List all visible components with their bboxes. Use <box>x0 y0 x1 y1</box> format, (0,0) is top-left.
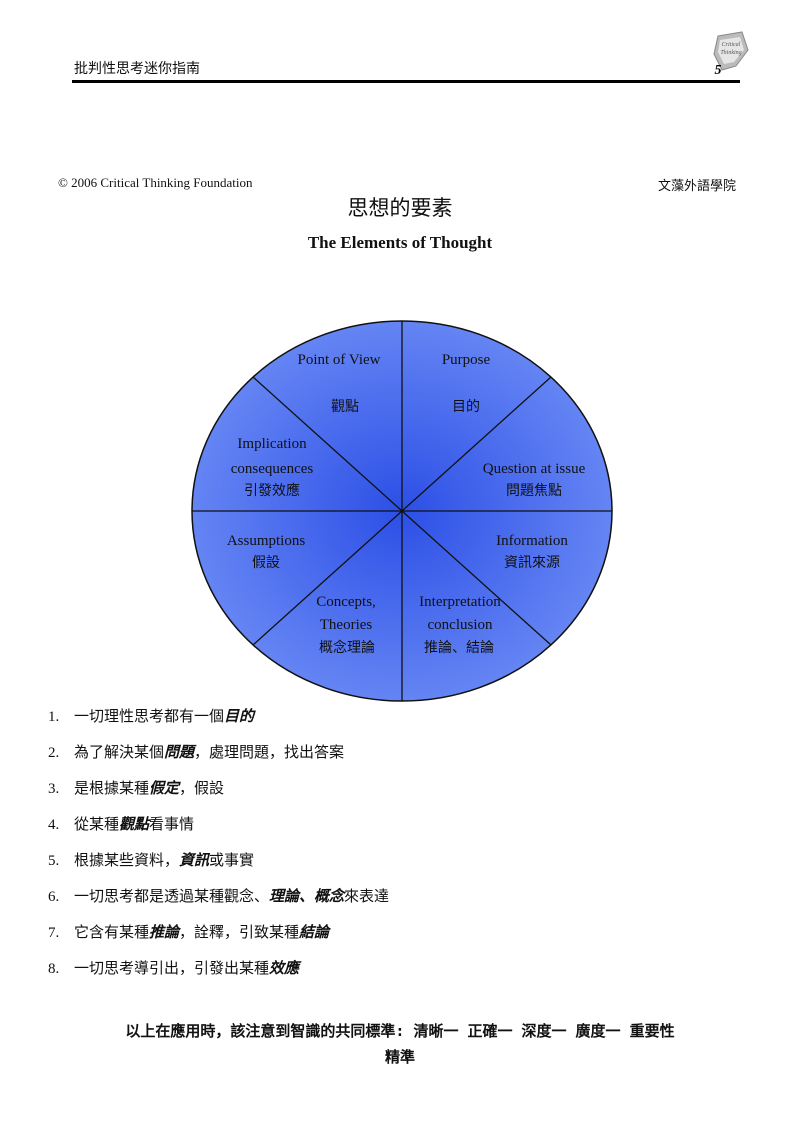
segment-concepts-en: Concepts, <box>316 594 376 610</box>
page-title-en: The Elements of Thought <box>307 233 493 252</box>
elements-of-thought-wheel: Point of View 觀點 Purpose 目的 Question at … <box>191 320 613 702</box>
svg-text:Thinking: Thinking <box>720 50 741 56</box>
segment-question-en: Question at issue <box>483 461 586 477</box>
keyword: 效應 <box>269 959 300 977</box>
copyright-text: © 2006 Critical Thinking Foundation <box>58 175 253 190</box>
critical-thinking-logo: Critical Thinking 5 <box>713 31 749 78</box>
header-rule <box>72 80 740 83</box>
list-item: 6.一切思考都是透過某種觀念、理論、概念來表達 <box>48 887 390 905</box>
segment-consequences-en: consequences <box>231 461 314 477</box>
keyword: 問題 <box>164 743 195 761</box>
segment-point-of-view-en: Point of View <box>298 352 381 368</box>
wheel-dividers <box>192 321 612 701</box>
segment-purpose-zh: 目的 <box>452 399 480 415</box>
segment-theories-en: Theories <box>320 617 373 633</box>
standards-line-2: 精準 <box>384 1048 415 1066</box>
list-item: 8.一切思考導引出，引發出某種效應 <box>48 959 300 977</box>
list-item: 7.它含有某種推論，詮釋，引致某種結論 <box>48 923 330 941</box>
keyword: 假定 <box>149 779 180 797</box>
keyword: 目的 <box>224 707 255 725</box>
list-item: 3.是根據某種假定，假設 <box>48 779 225 797</box>
keyword: 觀點 <box>119 815 150 833</box>
list-item: 2.為了解決某個問題，處理問題，找出答案 <box>48 743 345 761</box>
segment-conclusion-en: conclusion <box>428 617 493 633</box>
keyword: 推論 <box>149 923 180 941</box>
segment-information-en: Information <box>496 533 568 549</box>
page-title-zh: 思想的要素 <box>347 196 453 220</box>
segment-question-zh: 問題焦點 <box>506 483 562 499</box>
segment-assumptions-en: Assumptions <box>227 533 306 549</box>
svg-text:Critical: Critical <box>722 42 741 48</box>
list-item: 4.從某種觀點看事情 <box>48 815 195 833</box>
keyword: 理論、概念 <box>269 887 345 905</box>
segment-purpose-en: Purpose <box>442 352 491 368</box>
segment-concepts-zh: 概念理論 <box>319 639 375 656</box>
list-item: 1.一切理性思考都有一個目的 <box>48 707 255 725</box>
keyword: 資訊 <box>179 851 210 869</box>
keyword: 結論 <box>299 923 330 941</box>
segment-implication-en: Implication <box>237 436 307 452</box>
segment-point-of-view-zh: 觀點 <box>331 399 359 415</box>
standards-note: 以上在應用時，該注意到智識的共同標準: 清晰一 正確一 深度一 廣度一 重要性 … <box>0 1018 800 1070</box>
institute-name: 文藻外語學院 <box>657 179 736 194</box>
segment-interpretation-zh: 推論、結論 <box>424 640 494 656</box>
segment-interpretation-en: Interpretation <box>419 594 501 610</box>
segment-implication-zh: 引發效應 <box>244 482 300 499</box>
list-item: 5.根據某些資料，資訊或事實 <box>48 851 255 869</box>
segment-assumptions-zh: 假設 <box>252 555 280 571</box>
elements-list: 1.一切理性思考都有一個目的 2.為了解決某個問題，處理問題，找出答案 3.是根… <box>48 702 389 990</box>
segment-information-zh: 資訊來源 <box>504 555 560 571</box>
standards-line-1: 以上在應用時，該注意到智識的共同標準: 清晰一 正確一 深度一 廣度一 重要性 <box>125 1022 675 1040</box>
header-title: 批判性思考迷你指南 <box>74 61 200 77</box>
page-number: 5 <box>715 63 722 78</box>
